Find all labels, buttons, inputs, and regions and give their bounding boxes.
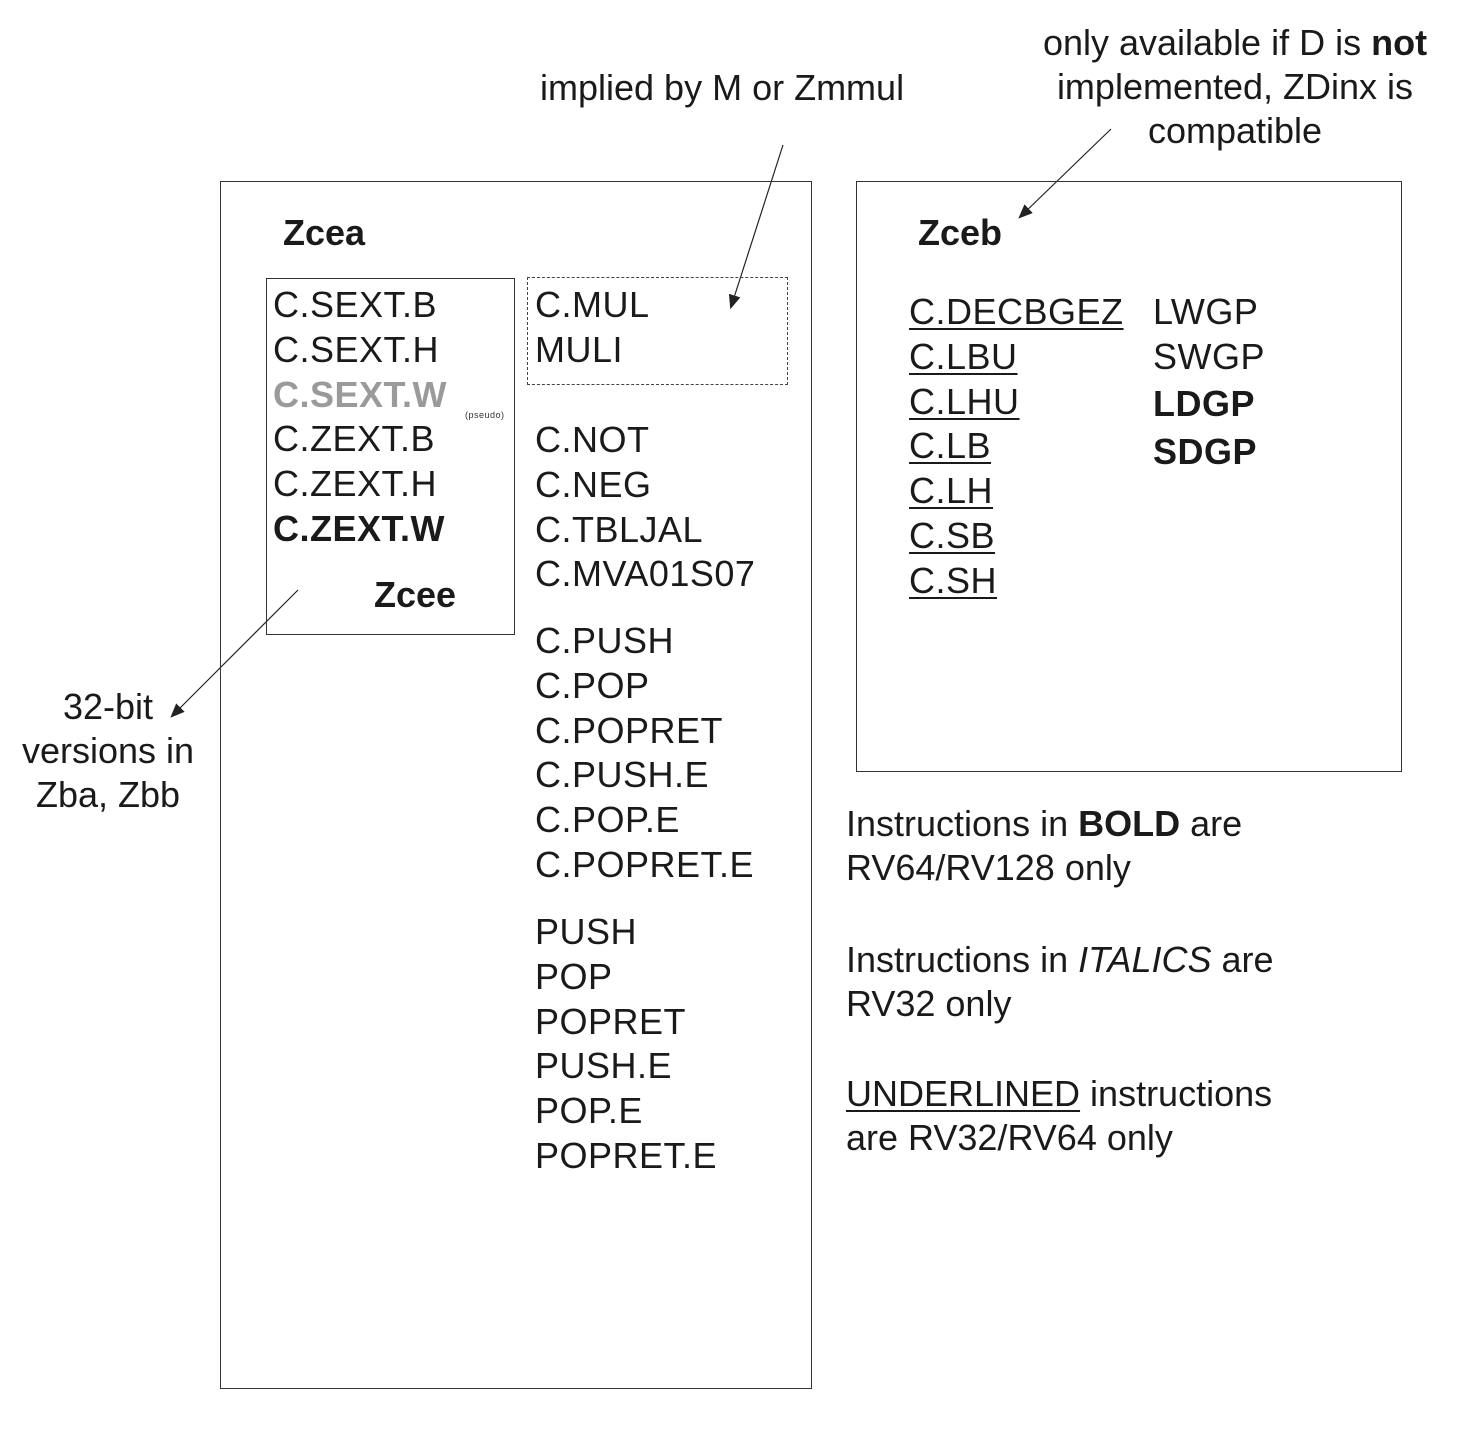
zcea-item: C.NOT — [535, 419, 650, 460]
zceb-col1: C.DECBGEZ C.LBU C.LHU C.LB C.LH C.SB C.S… — [909, 290, 1124, 604]
zcee-item: C.ZEXT.H — [273, 463, 438, 505]
mul-item: MULI — [535, 328, 624, 370]
zcee-title: Zcee — [374, 574, 457, 615]
zceb-item: SDGP — [1153, 430, 1258, 472]
mul-group-list: C.MUL MULI — [535, 283, 650, 373]
zcee-item-sextw: C.SEXT.W — [273, 373, 448, 415]
zcea-item: POPRET — [535, 1000, 687, 1042]
zcea-item: C.POPRET — [535, 709, 724, 751]
zcea-group2: C.PUSH C.POP C.POPRET C.PUSH.E C.POP.E C… — [535, 619, 754, 888]
legend-bold-word: BOLD — [1078, 803, 1181, 844]
zceb-item: C.LHU — [909, 380, 1020, 422]
mul-arrow — [728, 144, 784, 310]
bit32-arrow — [170, 589, 299, 718]
zcea-item: C.PUSH — [535, 620, 675, 661]
zceb-item: SWGP — [1153, 335, 1266, 377]
zceb-item: C.DECBGEZ — [909, 291, 1124, 332]
legend-underline: UNDERLINED instructions are RV32/RV64 on… — [846, 1072, 1272, 1160]
zceb-item: C.SB — [909, 514, 996, 556]
legend-text: Instructions in — [846, 939, 1079, 980]
zcea-item: PUSH.E — [535, 1045, 673, 1087]
zcea-group1: C.NOT C.NEG C.TBLJAL C.MVA01S07 — [535, 418, 755, 597]
zcea-item: C.POPRET.E — [535, 843, 755, 885]
zceb-item: LWGP — [1153, 291, 1259, 332]
d-annotation-line2: implemented, ZDinx is — [1056, 66, 1414, 107]
legend-text: are — [1211, 939, 1274, 980]
zcea-item: POP.E — [535, 1090, 643, 1132]
bit32-annotation: 32-bit versions in Zba, Zbb — [6, 685, 210, 817]
d-annotation-not: not — [1371, 22, 1428, 63]
legend-text: RV64/RV128 only — [846, 847, 1131, 888]
d-arrow — [1018, 128, 1112, 219]
zceb-title: Zceb — [918, 212, 1003, 253]
legend-italic-word: ITALICS — [1078, 939, 1212, 980]
zcea-item: C.PUSH.E — [535, 754, 710, 796]
zceb-item: C.LBU — [909, 335, 1018, 377]
legend-bold: Instructions in BOLD are RV64/RV128 only — [846, 802, 1242, 890]
mul-item: C.MUL — [535, 284, 650, 325]
zcea-group3: PUSH POP POPRET PUSH.E POP.E POPRET.E — [535, 910, 717, 1179]
zcea-item: C.NEG — [535, 463, 652, 505]
mul-group-box — [527, 277, 788, 385]
legend-italic: Instructions in ITALICS are RV32 only — [846, 938, 1274, 1026]
pseudo-label: (pseudo) — [465, 409, 505, 420]
zceb-item: C.SH — [909, 559, 998, 601]
zcea-item: C.POP.E — [535, 799, 680, 841]
legend-text: RV32 only — [846, 983, 1012, 1024]
zcee-item: C.SEXT.H — [273, 328, 440, 370]
legend-text: Instructions in — [846, 803, 1079, 844]
zcea-item: POPRET.E — [535, 1134, 718, 1176]
zcea-item: C.TBLJAL — [535, 508, 704, 550]
zceb-item: C.LH — [909, 470, 994, 512]
d-annotation-line3: compatible — [1147, 110, 1323, 151]
zcee-item: C.SEXT.B — [273, 284, 438, 325]
zceb-item: C.LB — [909, 425, 992, 467]
mul-annotation: implied by M or Zmmul — [540, 67, 905, 108]
legend-text: are RV32/RV64 only — [846, 1117, 1173, 1158]
bit32-line3: Zba, Zbb — [35, 774, 181, 815]
zcee-box — [266, 278, 515, 635]
zceb-box — [856, 181, 1402, 772]
bit32-line1: 32-bit — [62, 686, 154, 727]
zcee-list: C.SEXT.B C.SEXT.H C.SEXT.W (pseudo) C.ZEX… — [273, 283, 504, 552]
zcee-item: C.SEXT.W (pseudo) — [273, 373, 504, 420]
bit32-line2: versions in — [21, 730, 195, 771]
legend-text: are — [1180, 803, 1243, 844]
zcee-item: C.ZEXT.W — [273, 507, 445, 549]
zcea-item: PUSH — [535, 911, 638, 952]
legend-text: instructions — [1080, 1073, 1273, 1114]
zcea-item: POP — [535, 955, 613, 997]
d-annotation: only available if D is not implemented, … — [1010, 21, 1460, 153]
d-annotation-line1: only available if D is — [1042, 22, 1372, 63]
legend-underline-word: UNDERLINED — [846, 1073, 1081, 1114]
zcee-item: C.ZEXT.B — [273, 418, 436, 460]
zcea-box — [220, 181, 812, 1389]
zceb-col2: LWGP SWGP LDGP SDGP — [1153, 290, 1265, 476]
zcea-item: C.MVA01S07 — [535, 553, 756, 595]
zcea-item: C.POP — [535, 664, 650, 706]
zceb-item: LDGP — [1153, 382, 1256, 424]
zcea-title: Zcea — [283, 212, 366, 253]
